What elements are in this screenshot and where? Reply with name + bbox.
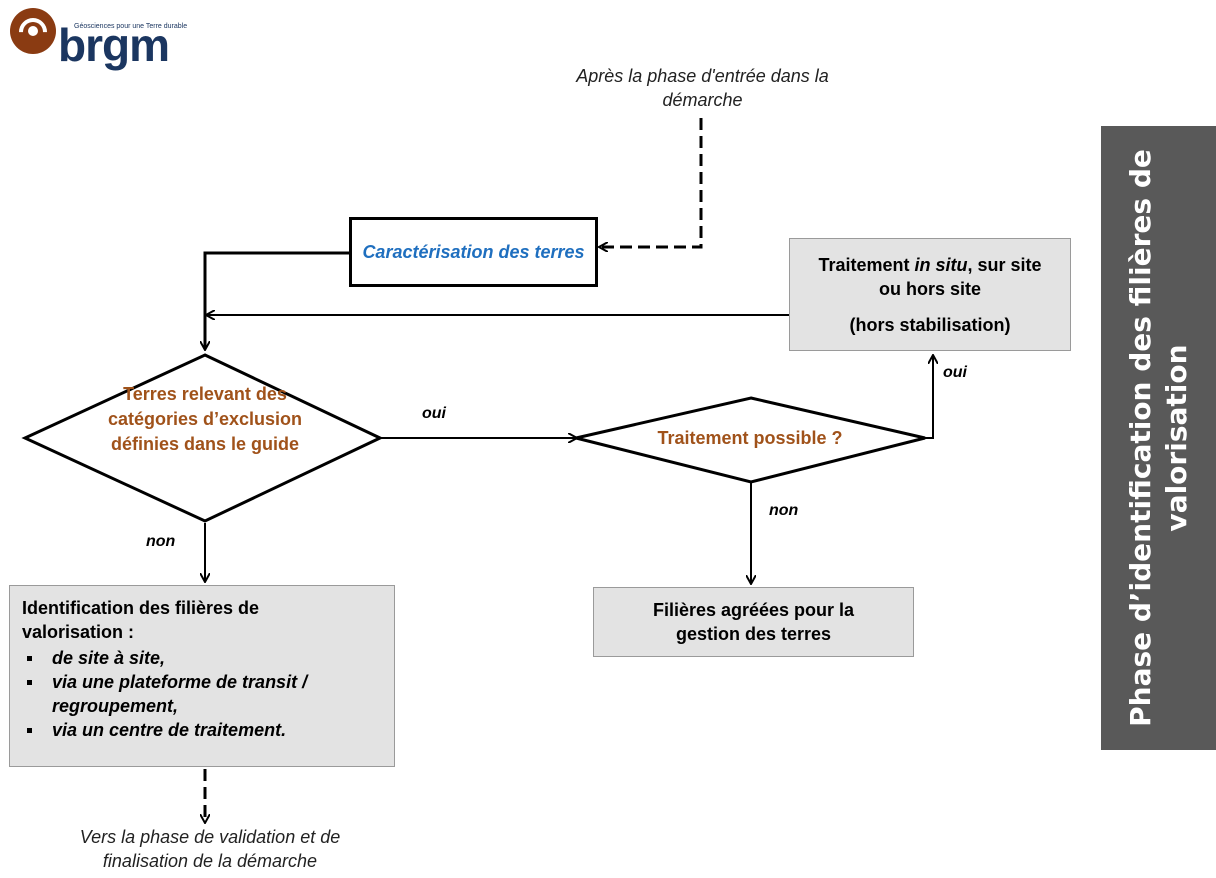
phase-side-title: Phase d’identification des filières de v…	[1123, 149, 1193, 727]
traitement-yes-arrow	[925, 356, 933, 439]
identification-list: de site à site, via une plateforme de tr…	[22, 646, 382, 742]
decision-exclusion-label: Terres relevant des catégories d’exclusi…	[107, 384, 303, 454]
traitement-no-label: non	[769, 502, 799, 519]
exclusion-no-label: non	[146, 533, 176, 550]
decision-traitement-label: Traitement possible ?	[657, 428, 843, 448]
list-item: via un centre de traitement.	[22, 718, 382, 742]
traitement-yes-label: oui	[943, 364, 967, 381]
traitement-note: (hors stabilisation)	[849, 314, 1011, 335]
list-item: de site à site,	[22, 646, 382, 670]
filieres-label: Filières agréées pour la gestion des ter…	[652, 600, 855, 644]
decision-exclusion-shape	[21, 353, 384, 523]
exclusion-yes-label: oui	[422, 405, 446, 422]
identification-box: Identification des filières de valorisat…	[9, 585, 395, 767]
traitement-box: Traitement in situ, sur site ou hors sit…	[789, 238, 1071, 351]
logo-tagline: Géosciences pour une Terre durable	[74, 23, 188, 30]
brgm-logo: Géosciences pour une Terre durable brgm	[10, 8, 270, 78]
brgm-logo-mark	[10, 8, 56, 54]
dashed-entry-arrow	[600, 118, 703, 247]
phase-side-panel: Phase d’identification des filières de v…	[1101, 126, 1216, 750]
caracterisation-box: Caractérisation des terres	[349, 217, 598, 287]
decision-traitement-shape	[575, 396, 926, 484]
caracterisation-label: Caractérisation des terres	[362, 242, 585, 262]
entry-note: Après la phase d'entrée dans la démarche	[576, 66, 829, 110]
identification-title: Identification des filières de valorisat…	[22, 598, 260, 642]
logo-wordmark: brgm	[58, 19, 170, 71]
exit-note: Vers la phase de validation et de finali…	[79, 827, 341, 871]
list-item: via une plateforme de transit / regroupe…	[22, 670, 382, 718]
traitement-label: Traitement in situ, sur site ou hors sit…	[818, 254, 1042, 299]
caracterisation-to-decision-arrow	[205, 251, 349, 349]
filieres-box: Filières agréées pour la gestion des ter…	[593, 587, 914, 657]
